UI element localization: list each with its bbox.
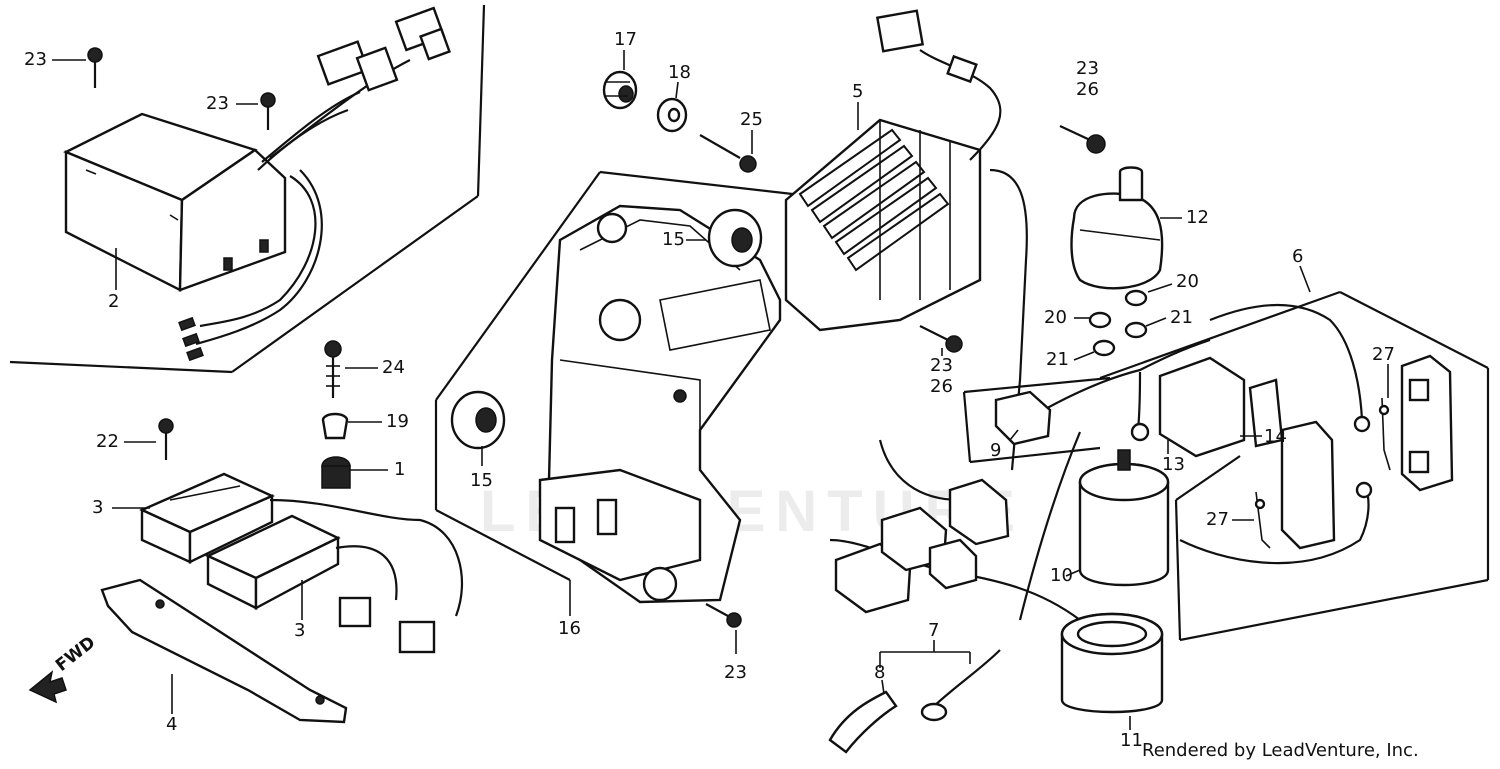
bolt-23-topleft	[87, 47, 276, 130]
callout-5: 5	[852, 81, 864, 102]
relay-13-14	[1130, 356, 1336, 550]
callout-24: 24	[382, 357, 405, 378]
callout-6: 6	[1292, 246, 1304, 267]
callout-27: 27	[1372, 344, 1395, 365]
callout-7: 7	[928, 620, 940, 641]
callout-21: 21	[1046, 349, 1069, 370]
callout-13: 13	[1162, 454, 1185, 475]
callout-10: 10	[1050, 565, 1073, 586]
relay-9	[994, 390, 1052, 446]
wires-7-8	[828, 649, 1001, 754]
callout-23: 23	[930, 355, 953, 376]
callout-23: 23	[724, 662, 747, 683]
harness-frame	[962, 290, 1490, 642]
leader-lines	[52, 50, 1389, 730]
bracket-frame	[434, 170, 811, 581]
callout-9: 9	[990, 440, 1002, 461]
inset-frame	[9, 4, 486, 374]
callout-12: 12	[1186, 207, 1209, 228]
condenser-10	[1078, 449, 1170, 587]
collar-19	[321, 412, 349, 440]
callout-22: 22	[96, 431, 119, 452]
callout-3: 3	[92, 497, 104, 518]
unit-3-upper	[139, 472, 275, 564]
callout-16: 16	[558, 618, 581, 639]
callout-25: 25	[740, 109, 763, 130]
regulator-5-part	[784, 118, 982, 332]
callout-18: 18	[668, 62, 691, 83]
grommet-15-upper	[707, 208, 763, 268]
callout-19: 19	[386, 411, 409, 432]
control-unit-wiring	[178, 6, 451, 362]
cap-12-part	[1070, 166, 1164, 290]
callout-27: 27	[1206, 509, 1229, 530]
callout-4: 4	[166, 714, 178, 735]
coil-11	[1060, 612, 1164, 714]
callout-23: 23	[1076, 58, 1099, 79]
grommet-1	[321, 456, 351, 489]
regulator-5-wiring	[875, 9, 1028, 471]
harness-wiring	[829, 303, 1370, 621]
bracket-4	[100, 578, 348, 724]
callout-14: 14	[1264, 426, 1287, 447]
bolt-25	[699, 134, 757, 173]
render-credit: Rendered by LeadVenture, Inc.	[1142, 740, 1419, 761]
callout-15: 15	[662, 229, 685, 250]
callout-8: 8	[874, 662, 886, 683]
callout-21: 21	[1170, 307, 1193, 328]
bolt-22	[158, 418, 174, 460]
unit-3-wiring	[269, 498, 464, 654]
callout-20: 20	[1044, 307, 1067, 328]
connector-right	[1400, 354, 1454, 492]
callout-2: 2	[108, 291, 120, 312]
callout-1: 1	[394, 459, 406, 480]
callout-3: 3	[294, 620, 306, 641]
bracket-16-part	[538, 204, 782, 604]
callout-23: 23	[24, 49, 47, 70]
nuts-20-21	[1088, 289, 1148, 357]
callout-20: 20	[1176, 271, 1199, 292]
bolt-23-26-right	[919, 125, 1106, 353]
callout-17: 17	[614, 29, 637, 50]
callout-23: 23	[206, 93, 229, 114]
callout-11: 11	[1120, 730, 1143, 751]
terminals-27	[1254, 397, 1391, 549]
washer-18	[656, 97, 688, 133]
control-unit-part	[63, 112, 287, 292]
collar-17	[602, 70, 638, 110]
unit-3-lower	[205, 514, 341, 611]
callout-26: 26	[1076, 79, 1099, 100]
connector-cluster	[834, 478, 1010, 614]
grommet-15-lower	[450, 390, 506, 450]
bolt-24	[324, 340, 342, 398]
fwd-arrow	[28, 670, 67, 704]
callout-26: 26	[930, 376, 953, 397]
bolt-23-center	[705, 603, 742, 628]
callout-15: 15	[470, 470, 493, 491]
